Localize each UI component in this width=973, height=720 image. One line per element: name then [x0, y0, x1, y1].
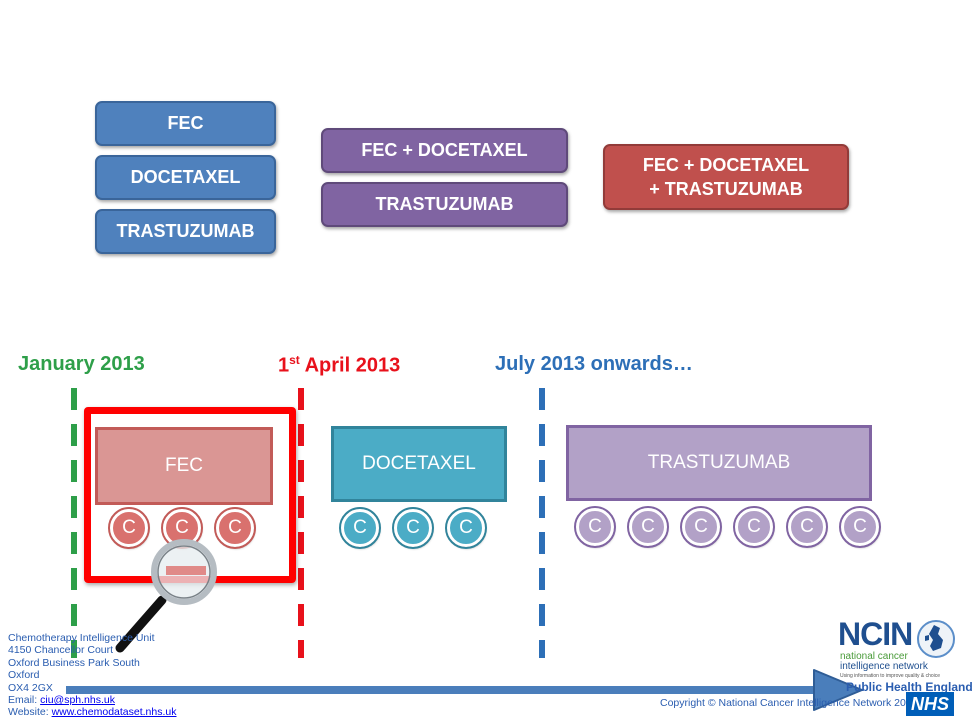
contact-block: Chemotherapy Intelligence Unit 4150 Chan…	[8, 632, 177, 719]
cycle-trastuzumab-2: C	[627, 506, 669, 548]
single-regimen-line1: FEC + DOCETAXEL	[642, 154, 810, 175]
box-fec-docetaxel-trastuzumab: FEC + DOCETAXEL + TRASTUZUMAB	[603, 144, 849, 210]
cycle-docetaxel-3: C	[445, 507, 487, 549]
cycle-trastuzumab-5: C	[786, 506, 828, 548]
contact-email-row: Email: ciu@sph.nhs.uk	[8, 694, 177, 706]
contact-line4: Oxford	[8, 669, 40, 682]
ncin-wordmark: NCIN	[838, 616, 913, 652]
date-july: July 2013 onwards…	[495, 353, 693, 375]
cycle-fec-1: C	[108, 507, 150, 549]
dashed-line-april	[298, 388, 304, 658]
regimen-fec: FEC	[95, 427, 273, 505]
dashed-line-july	[539, 388, 545, 658]
email-label: Email:	[8, 694, 38, 707]
magnifier-icon	[115, 539, 217, 653]
website-link[interactable]: www.chemodataset.nhs.uk	[51, 706, 177, 719]
cycle-docetaxel-2: C	[392, 507, 434, 549]
contact-line2: 4150 Chancellor Court	[8, 644, 114, 657]
box-fec: FEC	[95, 101, 276, 146]
phe-text: Public Health England	[846, 680, 973, 694]
contact-website-row: Website: www.chemodataset.nhs.uk	[8, 706, 177, 718]
contact-line1: Chemotherapy Intelligence Unit	[8, 632, 155, 644]
contact-line3: Oxford Business Park South	[8, 656, 140, 669]
website-label: Website:	[8, 706, 49, 719]
regimen-trastuzumab: TRASTUZUMAB	[566, 425, 872, 501]
arrow-icon	[66, 669, 863, 711]
copyright-text: Copyright © National Cancer Intelligence…	[660, 697, 918, 709]
box-docetaxel: DOCETAXEL	[95, 155, 276, 200]
box-trastuzumab: TRASTUZUMAB	[95, 209, 276, 254]
date-april: 1st April 2013	[278, 353, 401, 377]
box-fec-docetaxel: FEC + DOCETAXEL	[321, 128, 568, 173]
date-january: January 2013	[18, 353, 145, 375]
cycle-trastuzumab-3: C	[680, 506, 722, 548]
uk-map-icon	[917, 620, 955, 658]
cycle-trastuzumab-1: C	[574, 506, 616, 548]
regimen-docetaxel: DOCETAXEL	[331, 426, 507, 502]
dashed-line-january	[71, 388, 77, 658]
ncin-tag: Using information to improve quality & c…	[840, 673, 941, 679]
cycle-docetaxel-1: C	[339, 507, 381, 549]
fec-cycles: C C C	[108, 507, 269, 549]
ncin-sub2: intelligence network	[840, 661, 928, 672]
cycle-trastuzumab-4: C	[733, 506, 775, 548]
trastuzumab-cycles: C C C C C C	[574, 506, 881, 548]
nhs-logo: NHS	[906, 692, 954, 716]
box-trastuzumab-combined: TRASTUZUMAB	[321, 182, 568, 227]
ncin-sub1: national cancer	[840, 651, 908, 662]
single-regimen-line2: + TRASTUZUMAB	[649, 179, 803, 199]
ncin-logo: NCIN national cancer intelligence networ…	[838, 616, 956, 686]
cycle-fec-3: C	[214, 507, 256, 549]
contact-line5: OX4 2GX	[8, 681, 53, 694]
cycle-trastuzumab-6: C	[839, 506, 881, 548]
email-link[interactable]: ciu@sph.nhs.uk	[40, 694, 115, 707]
docetaxel-cycles: C C C	[339, 507, 500, 549]
